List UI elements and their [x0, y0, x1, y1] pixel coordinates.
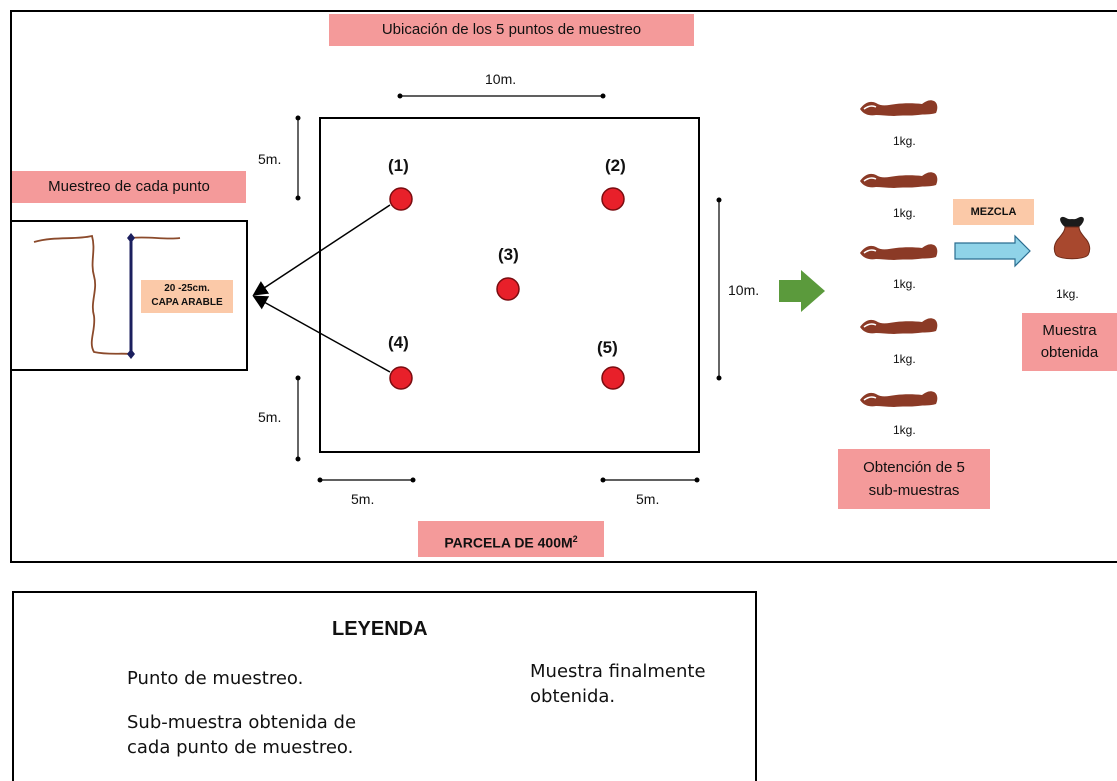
parcela-box: PARCELA DE 400M2: [418, 521, 604, 557]
legend-submuestra-line1: Sub-muestra obtenida de: [127, 712, 357, 733]
arrow-point4-to-profile: [252, 295, 391, 373]
submuestra-weight-2: 1kg.: [893, 206, 916, 220]
submuestra-icon-1: [859, 99, 939, 117]
muestra-obtenida-line2: obtenida: [1040, 344, 1099, 361]
legend-box: [12, 591, 757, 781]
legend-submuestra-line2: cada punto de muestreo.: [127, 737, 354, 758]
dim-top-label: 10m.: [485, 71, 517, 87]
mezcla-text: MEZCLA: [970, 206, 1017, 218]
obtencion-line1: Obtención de 5: [863, 459, 965, 476]
dim-left-top-label: 5m.: [258, 151, 282, 167]
dim-bottom-left-label: 5m.: [351, 491, 375, 507]
sampling-point-2: [601, 187, 625, 211]
point-label-5: (5): [597, 338, 618, 357]
depth-label-line1: 20 -25cm.: [164, 283, 210, 294]
submuestra-icon-4: [859, 317, 939, 335]
legend-submuestra-label: Sub-muestra obtenida de cada punto de mu…: [127, 710, 356, 760]
submuestra-weight-5: 1kg.: [893, 423, 916, 437]
submuestra-icon-5: [859, 390, 939, 408]
legend-bag-label: Muestra finalmente obtenida.: [530, 659, 706, 709]
parcela-text: PARCELA DE 400M: [444, 534, 573, 551]
title-box: Ubicación de los 5 puntos de muestreo: [329, 14, 694, 46]
blue-arrow: [954, 234, 1031, 268]
final-weight: 1kg.: [1056, 287, 1079, 301]
depth-label-line2: CAPA ARABLE: [151, 297, 223, 308]
title-text: Ubicación de los 5 puntos de muestreo: [381, 21, 642, 38]
depth-label: 20 -25cm. CAPA ARABLE: [141, 280, 233, 313]
submuestra-icon-3: [859, 243, 939, 261]
obtencion-box: Obtención de 5 sub-muestras: [838, 449, 990, 509]
soil-profile-curve: [33, 234, 132, 355]
legend-bag-line1: Muestra finalmente: [530, 661, 706, 682]
muestra-obtenida-line1: Muestra: [1042, 322, 1097, 339]
sampling-point-5: [601, 366, 625, 390]
submuestra-icon-2: [859, 171, 939, 189]
dim-bottom-right-label: 5m.: [636, 491, 660, 507]
submuestra-weight-4: 1kg.: [893, 352, 916, 366]
dim-right-label: 10m.: [728, 282, 760, 298]
dim-left-bottom-label: 5m.: [258, 409, 282, 425]
sampling-point-3: [496, 277, 520, 301]
green-arrow: [779, 270, 825, 312]
muestreo-box: Muestreo de cada punto: [12, 171, 246, 203]
soil-profile-box: [10, 220, 248, 371]
muestreo-text: Muestreo de cada punto: [48, 178, 210, 195]
mezcla-label: MEZCLA: [953, 199, 1034, 225]
obtencion-line2: sub-muestras: [868, 482, 960, 499]
point-label-3: (3): [498, 245, 519, 264]
parcela-square: [319, 117, 700, 453]
point-label-2: (2): [605, 156, 626, 175]
sampling-point-1: [389, 187, 413, 211]
arrow-point1-to-profile: [252, 204, 391, 296]
legend-point-label: Punto de muestreo.: [127, 668, 304, 689]
legend-bag-line2: obtenida.: [530, 686, 616, 707]
bag-icon: [1053, 216, 1091, 260]
legend-title: LEYENDA: [332, 618, 428, 640]
submuestra-weight-3: 1kg.: [893, 277, 916, 291]
muestra-obtenida-box: Muestra obtenida: [1022, 313, 1117, 371]
sampling-point-4: [389, 366, 413, 390]
submuestra-weight-1: 1kg.: [893, 134, 916, 148]
point-label-1: (1): [388, 156, 409, 175]
point-label-4: (4): [388, 333, 409, 352]
parcela-superscript: 2: [572, 534, 578, 544]
